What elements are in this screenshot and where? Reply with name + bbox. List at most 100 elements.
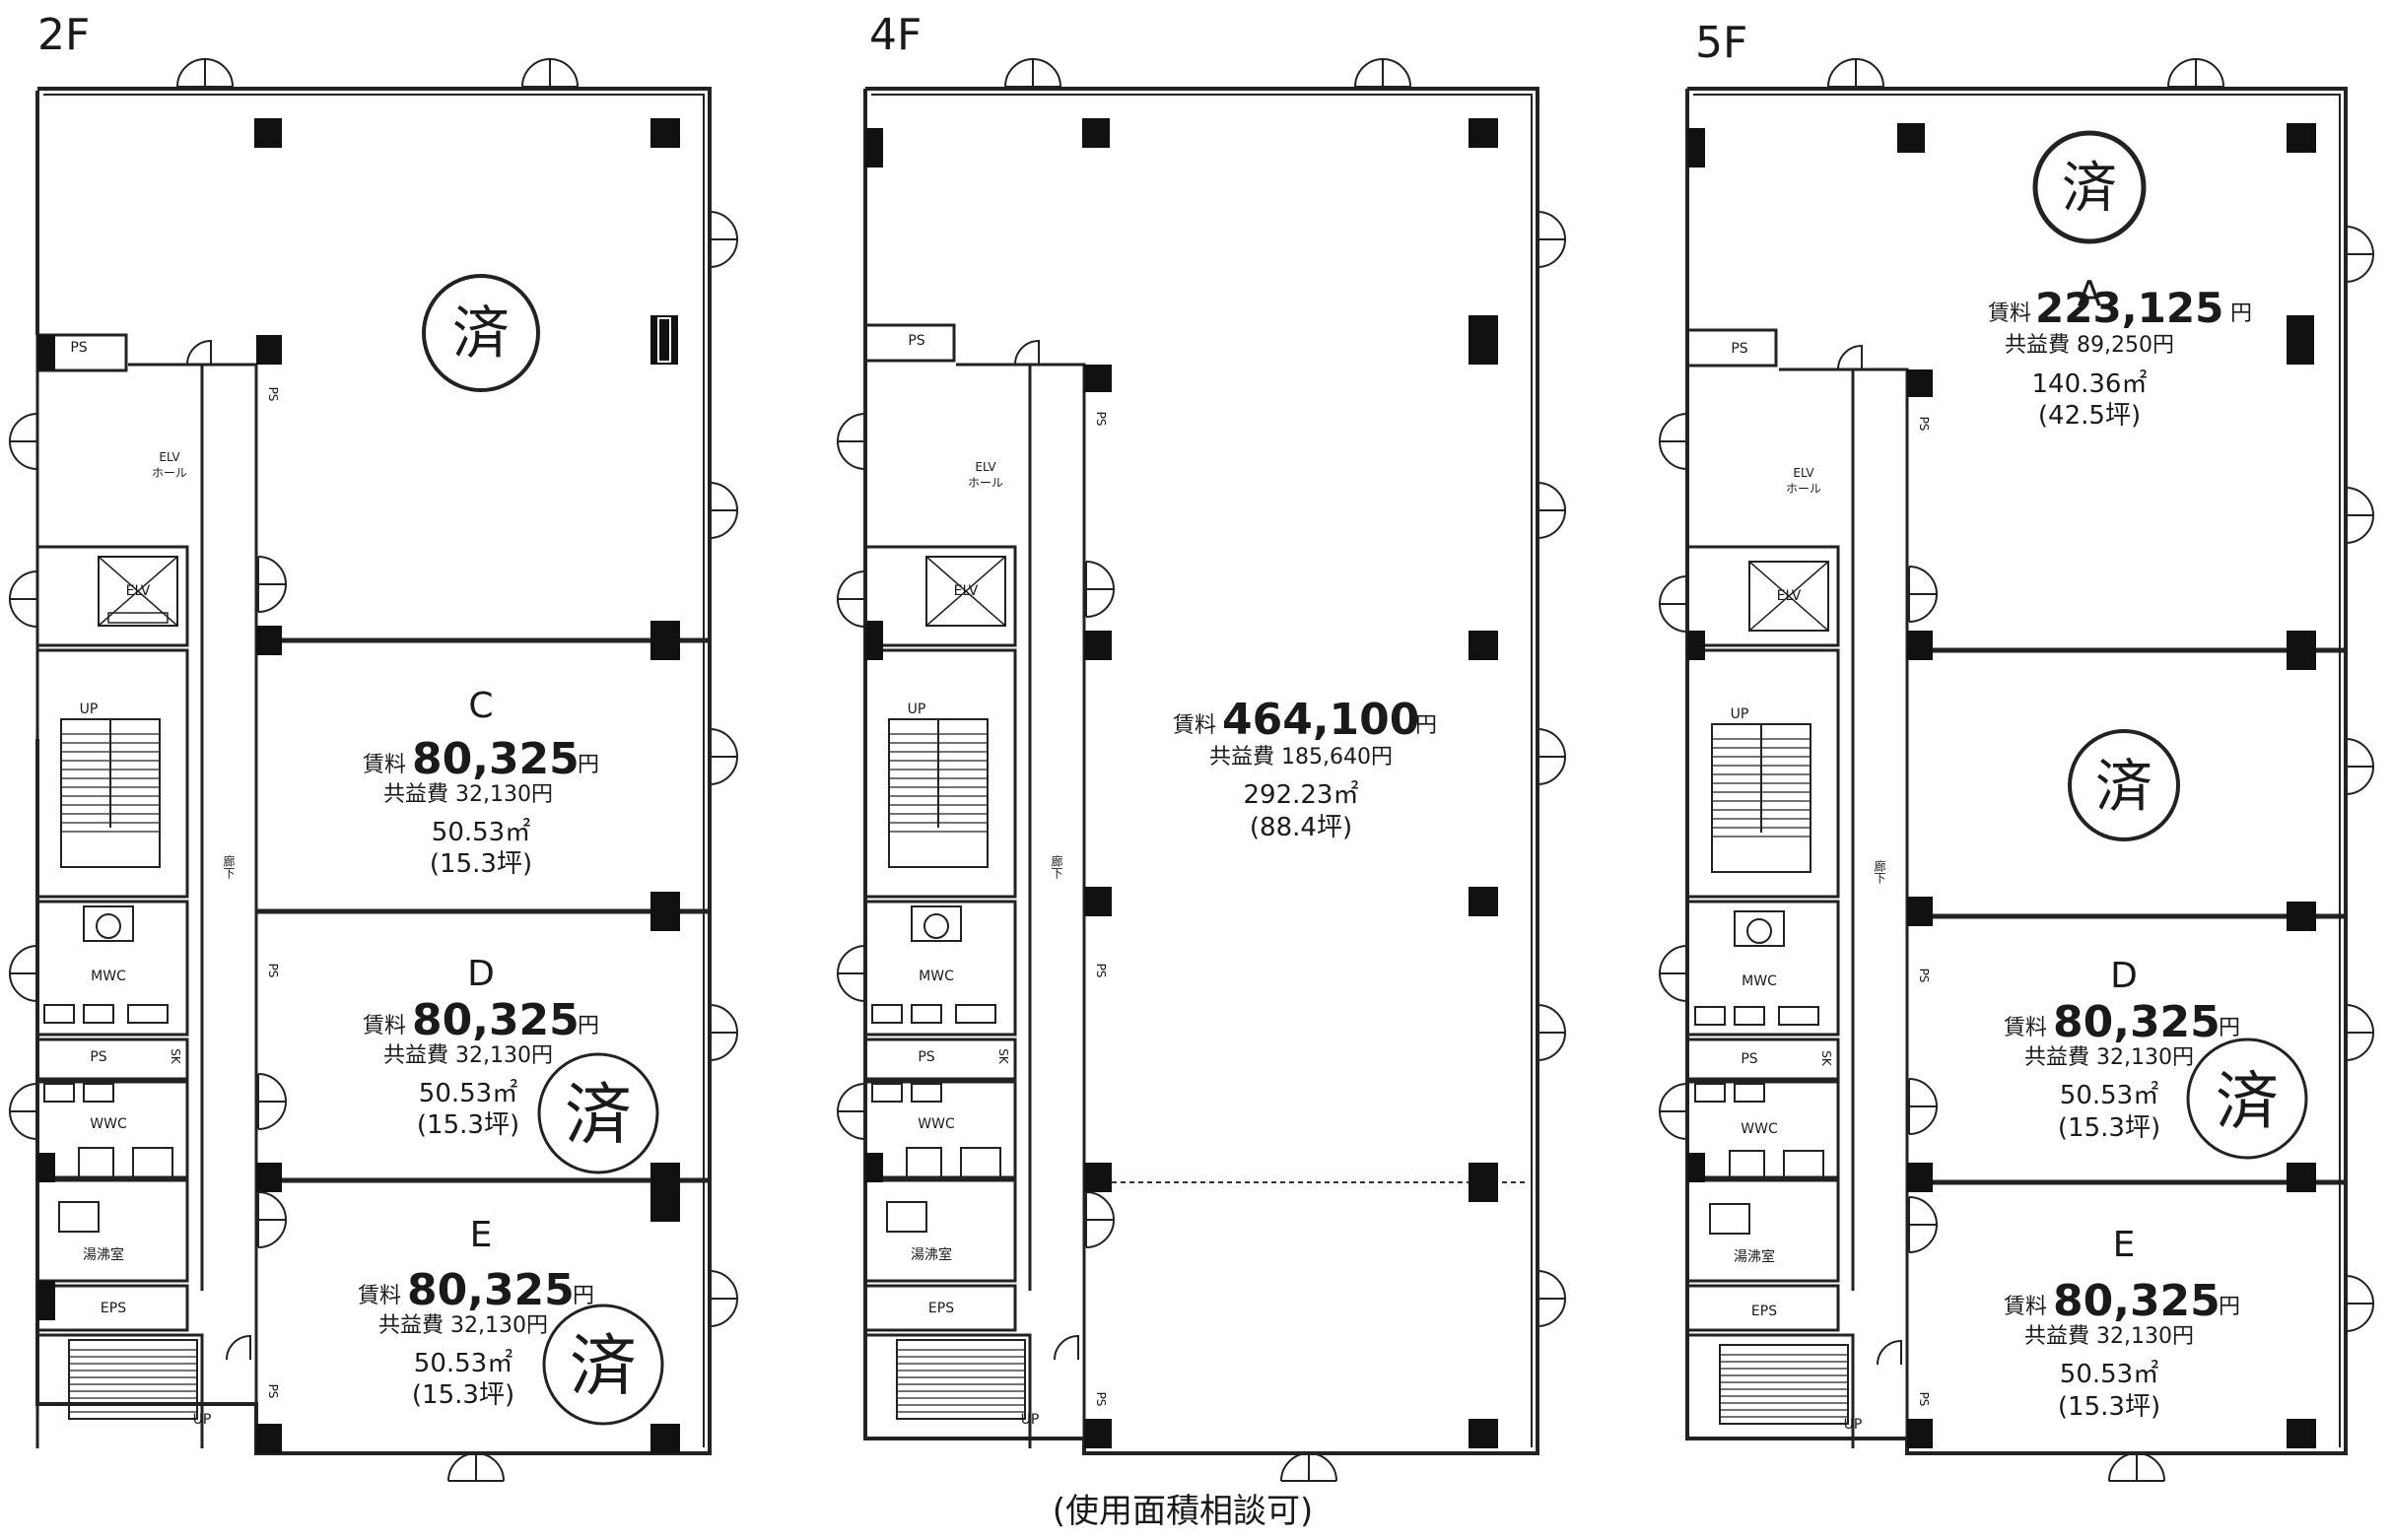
leased-stamp: 済 — [2068, 729, 2180, 841]
rent-value: 80,325 — [412, 995, 580, 1045]
unit-name: D — [467, 954, 495, 994]
ps-label-side: PS — [1094, 1392, 1108, 1407]
tsubo: (15.3坪) — [417, 1110, 519, 1140]
rent-suffix: 円 — [2219, 1016, 2240, 1040]
elv-hall-label-2: ホール — [968, 476, 1003, 490]
leased-stamp: 済 — [422, 274, 540, 392]
ps-label-side: PS — [266, 1384, 280, 1399]
common-fee: 共益費 32,130円 — [378, 1313, 548, 1338]
area: 50.53㎡ — [2060, 1081, 2158, 1110]
unit-e: E 賃料 80,325 円 共益費 32,130円 50.53㎡ (15.3坪)… — [358, 1215, 664, 1426]
corridor-label: 廊下 — [1873, 859, 1886, 884]
common-fee: 共益費 32,130円 — [383, 1043, 553, 1068]
rent-prefix: 賃料 — [2004, 1295, 2047, 1319]
common-fee: 共益費 32,130円 — [2024, 1324, 2194, 1349]
up-label-bottom: UP — [193, 1412, 212, 1428]
leased-stamp: 済 — [542, 1304, 664, 1426]
unit-name: C — [468, 686, 493, 726]
kitchen-label: 湯沸室 — [1734, 1248, 1775, 1265]
up-label-bottom: UP — [1844, 1417, 1863, 1433]
floor-label: 2F — [37, 10, 90, 60]
floor-2f-plan: 2F — [9, 10, 738, 1482]
floor-4f-plan: 4F — [837, 10, 1566, 1482]
floor-label: 5F — [1695, 18, 1747, 68]
kitchen-label: 湯沸室 — [83, 1246, 124, 1263]
rent-suffix: 円 — [573, 1284, 594, 1308]
unit-b: 済 — [2068, 729, 2180, 841]
ps-label-side: PS — [266, 964, 280, 978]
sk-label: SK — [996, 1048, 1010, 1065]
leased-stamp: 済 — [537, 1052, 659, 1174]
mwc-label: MWC — [1742, 973, 1777, 989]
tsubo: (15.3坪) — [2058, 1392, 2160, 1422]
ps-label-side: PS — [1094, 964, 1108, 978]
unit-c: C 賃料 80,325 円 共益費 32,130円 50.53㎡ (15.3坪) — [363, 686, 599, 879]
rent-suffix: 円 — [578, 1014, 599, 1038]
rent-value: 80,325 — [407, 1265, 575, 1315]
leased-stamp: 済 — [2032, 130, 2147, 244]
ps-label-side: PS — [1094, 412, 1108, 427]
elv-label: ELV — [954, 583, 979, 599]
rent-value: 464,100 — [1222, 695, 1419, 745]
ps-label-side: PS — [1917, 969, 1931, 983]
wwc-label: WWC — [90, 1116, 127, 1132]
common-fee: 共益費 32,130円 — [383, 782, 553, 807]
tsubo: (15.3坪) — [412, 1380, 514, 1410]
up-label: UP — [908, 702, 926, 717]
rent-suffix: 円 — [2230, 301, 2252, 326]
ps-label-side: PS — [1917, 417, 1931, 432]
floor-label: 4F — [869, 10, 922, 60]
area: 292.23㎡ — [1244, 780, 1359, 810]
unit-a: 済 A 賃料 223,125 円 共益費 89,250円 140.36㎡ (42… — [1988, 130, 2252, 431]
kitchen-label: 湯沸室 — [911, 1246, 952, 1263]
svg-text:済: 済 — [2062, 157, 2117, 221]
area: 50.53㎡ — [419, 1079, 517, 1108]
unit-name: D — [2110, 956, 2138, 996]
ps-label-mid: PS — [1741, 1051, 1757, 1067]
rent-prefix: 賃料 — [1988, 301, 2031, 326]
ps-label: PS — [70, 340, 87, 356]
mwc-label: MWC — [919, 969, 954, 984]
rent-prefix: 賃料 — [363, 753, 406, 777]
leased-stamp: 済 — [2186, 1038, 2308, 1160]
rent-prefix: 賃料 — [358, 1284, 401, 1308]
rent-value: 223,125 — [2035, 284, 2223, 332]
elv-label: ELV — [126, 583, 151, 599]
up-label: UP — [80, 702, 99, 717]
mwc-label: MWC — [91, 969, 126, 984]
tsubo: (15.3坪) — [430, 849, 532, 879]
area: 50.53㎡ — [414, 1349, 513, 1378]
rent-suffix: 円 — [578, 753, 599, 777]
ps-label: PS — [908, 333, 924, 349]
rent-prefix: 賃料 — [363, 1014, 406, 1038]
svg-text:済: 済 — [2095, 753, 2153, 820]
unit-d: D 賃料 80,325 円 共益費 32,130円 50.53㎡ (15.3坪)… — [2004, 956, 2308, 1160]
up-label-bottom: UP — [1021, 1412, 1040, 1428]
svg-text:済: 済 — [2216, 1066, 2279, 1139]
ps-label-side: PS — [1917, 1392, 1931, 1407]
elv-hall-label-2: ホール — [1786, 482, 1821, 496]
area: 50.53㎡ — [2060, 1360, 2158, 1389]
eps-label: EPS — [928, 1301, 954, 1316]
wwc-label: WWC — [1741, 1121, 1778, 1137]
unit-name: E — [470, 1215, 493, 1255]
common-fee: 共益費 32,130円 — [2024, 1045, 2194, 1070]
elv-hall-label-2: ホール — [152, 466, 187, 480]
rent-suffix: 円 — [1415, 713, 1437, 738]
eps-label: EPS — [1751, 1304, 1777, 1319]
rent-suffix: 円 — [2219, 1295, 2240, 1319]
ps-label: PS — [1731, 341, 1747, 357]
svg-text:済: 済 — [565, 1077, 632, 1155]
tsubo: (42.5坪) — [2038, 401, 2141, 431]
svg-text:済: 済 — [452, 300, 510, 367]
rent-prefix: 賃料 — [2004, 1016, 2047, 1040]
unit-e: E 賃料 80,325 円 共益費 32,130円 50.53㎡ (15.3坪) — [2004, 1225, 2240, 1422]
wwc-label: WWC — [918, 1116, 955, 1132]
sk-label: SK — [1819, 1050, 1833, 1067]
elv-label: ELV — [1777, 588, 1802, 604]
tsubo: (88.4坪) — [1250, 813, 1352, 842]
area: 50.53㎡ — [432, 818, 530, 847]
corridor-label: 廊下 — [222, 854, 236, 879]
eps-label: EPS — [101, 1301, 126, 1316]
unit-name: E — [2113, 1225, 2136, 1265]
